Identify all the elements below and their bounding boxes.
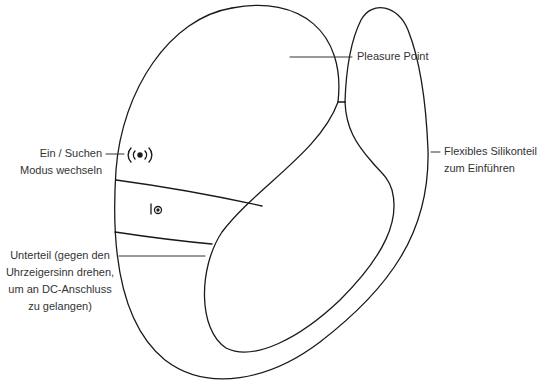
part-label: Flexibles Silikonteil zum Einführen (444, 143, 544, 177)
part-label: Pleasure Point (357, 48, 429, 65)
base-band (116, 180, 262, 206)
leader-line (290, 57, 352, 58)
base-band (115, 232, 212, 244)
leader-line (431, 152, 440, 153)
indicator-icon (151, 204, 162, 214)
leader-line (106, 154, 124, 155)
leader-line (119, 256, 205, 257)
head-outline (232, 5, 345, 102)
inner-hole (204, 102, 394, 352)
control-label: Ein / Suchen Modus wechseln (14, 145, 102, 179)
power-icon (128, 148, 152, 162)
device-outline (115, 8, 428, 379)
part-label: Unterteil (gegen den Uhrzeigersinn drehe… (4, 247, 116, 315)
